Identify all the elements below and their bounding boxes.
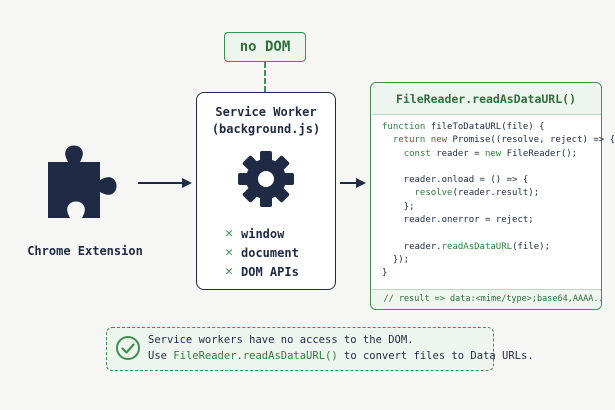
gear-icon xyxy=(238,151,294,207)
code-line: } xyxy=(382,268,388,279)
code-line: const reader = new FileReader(); xyxy=(403,148,578,159)
missing-item-label: document xyxy=(241,245,299,260)
code-line: reader.onload = () => { xyxy=(382,175,529,186)
cross-icon: ✕ xyxy=(225,226,233,241)
missing-item-dom-apis: ✕ DOM APIs xyxy=(224,264,299,279)
code-line xyxy=(382,161,598,174)
arrow-worker-to-code xyxy=(340,178,366,188)
code-result-comment: // result => data:<mime/type>;base64,AAA… xyxy=(371,289,601,309)
code-line: return new Promise((resolve, reject) => … xyxy=(392,135,615,146)
puzzle-icon xyxy=(48,145,117,218)
note-prefix: Use xyxy=(148,350,174,362)
code-card-title: FileReader.readAsDataURL() xyxy=(371,83,601,115)
missing-item-label: window xyxy=(241,226,285,241)
code-line: resolve(reader.result); xyxy=(414,188,540,199)
code-line xyxy=(382,227,598,240)
note-line-2: Use FileReader.readAsDataURL() to conver… xyxy=(148,350,534,362)
no-dom-label: no DOM xyxy=(239,39,291,55)
code-line: reader.readAsDataURL(file); xyxy=(382,241,550,252)
cross-icon: ✕ xyxy=(225,264,233,279)
arrow-extension-to-worker xyxy=(138,178,192,188)
check-circle-icon xyxy=(116,336,140,360)
code-line: }; xyxy=(382,201,415,212)
code-line: reader.onerror = reject; xyxy=(382,215,534,226)
missing-item-label: DOM APIs xyxy=(241,264,299,279)
missing-item-window: ✕ window xyxy=(224,226,284,241)
extension-label: Chrome Extension xyxy=(27,244,143,258)
missing-item-document: ✕ document xyxy=(224,245,299,260)
no-dom-badge: no DOM xyxy=(224,32,306,62)
note-suffix: to convert files to Data URLs. xyxy=(337,350,534,362)
service-worker-subtitle: (background.js) xyxy=(211,122,321,136)
code-block: function fileToDataURL(file) { return ne… xyxy=(382,121,615,281)
code-card xyxy=(370,82,602,310)
note-box xyxy=(106,327,494,371)
code-line: function fileToDataURL(file) { xyxy=(382,122,545,132)
code-line: }); xyxy=(382,254,410,265)
note-line-1: Service workers have no access to the DO… xyxy=(148,334,414,346)
service-worker-title: Service Worker xyxy=(215,105,317,119)
cross-icon: ✕ xyxy=(225,245,233,260)
badge-connector xyxy=(264,62,266,92)
note-highlight: FileReader.readAsDataURL() xyxy=(173,350,338,362)
